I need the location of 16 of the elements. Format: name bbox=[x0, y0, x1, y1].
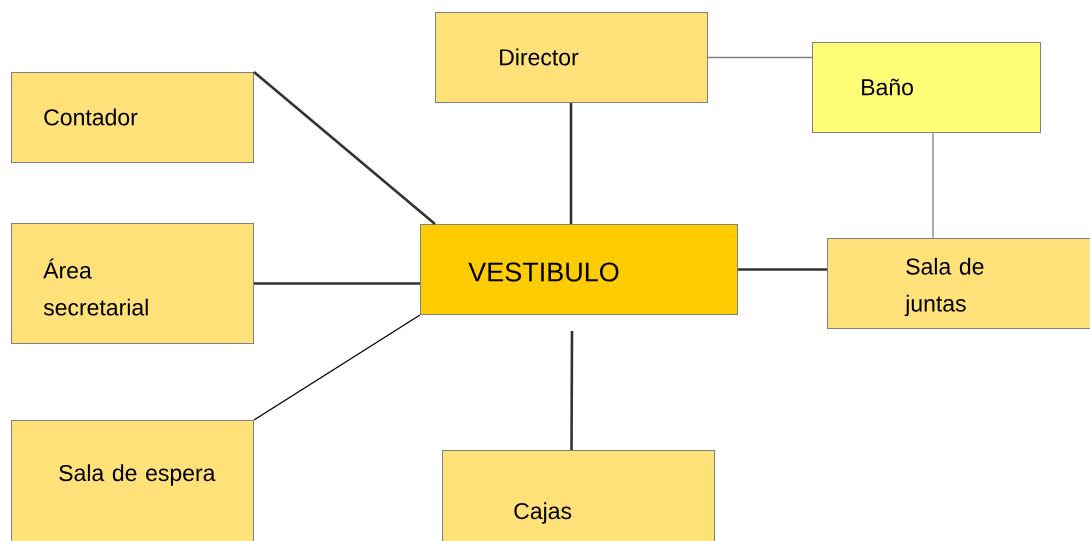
room-box: Director bbox=[435, 12, 708, 103]
room-box: Baño bbox=[812, 42, 1041, 133]
room-box: Área secretarial bbox=[11, 223, 254, 344]
connector-line bbox=[253, 314, 421, 421]
connector-line bbox=[569, 103, 573, 224]
room-box: Contador bbox=[11, 72, 254, 163]
connector-line bbox=[932, 132, 934, 239]
connector-line bbox=[707, 56, 813, 59]
room-box: Sala de juntas bbox=[827, 238, 1090, 329]
connector-line bbox=[254, 282, 420, 285]
room-box: Sala de espera bbox=[11, 420, 254, 541]
connector-line bbox=[570, 331, 574, 450]
connector-line bbox=[253, 71, 436, 225]
room-box: Cajas bbox=[442, 450, 715, 541]
room-box: VESTIBULO bbox=[420, 224, 738, 315]
connector-line bbox=[738, 268, 827, 271]
